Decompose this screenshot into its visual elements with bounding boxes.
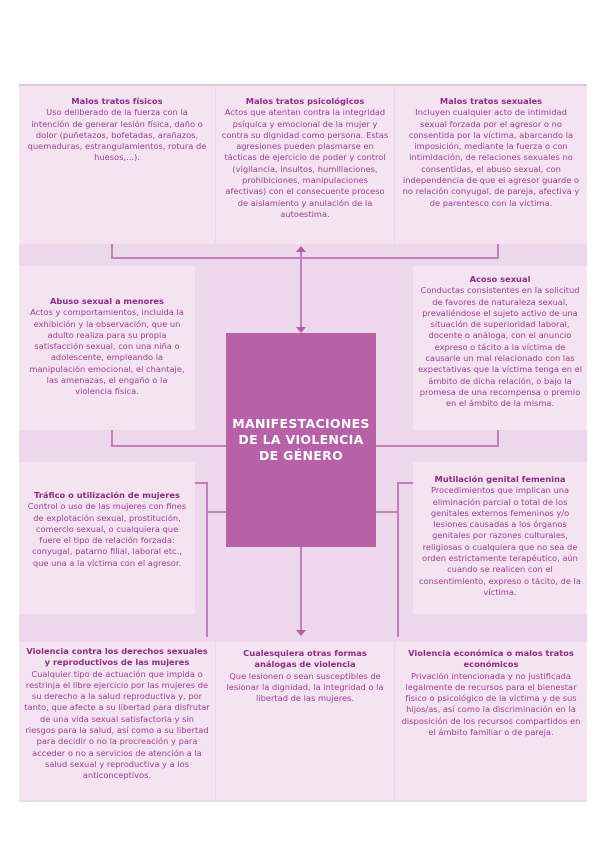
box-description: Actos que atentan contra la integridad p…	[221, 107, 389, 219]
arrow-down-icon	[296, 327, 306, 333]
box-description: Actos y comportamientos, incluida la exh…	[29, 307, 185, 397]
box-trafico-mujeres: Tráfico o utilización de mujeres Control…	[19, 462, 195, 614]
connector-center-vertical-top	[300, 252, 302, 330]
center-title-line: MANIFESTACIONES	[232, 416, 370, 431]
center-title: MANIFESTACIONES DE LA VIOLENCIA DE GÉNER…	[232, 416, 370, 464]
box-description: Cualquier tipo de actuación que impida o…	[24, 668, 210, 781]
connector-left-lower-to-center	[206, 511, 226, 513]
box-derechos-sexuales-reproductivos: Violencia contra los derechos sexuales y…	[19, 642, 215, 800]
connector-center-vertical-bottom	[300, 547, 302, 630]
box-malos-tratos-fisicos: Malos tratos físicos Uso deliberado de l…	[19, 86, 215, 244]
box-title: Cualesquiera otras formas análogas de vi…	[243, 648, 367, 670]
box-title: Malos tratos físicos	[71, 96, 163, 106]
box-violencia-economica: Violencia económica o malos tratos econó…	[395, 642, 587, 800]
connector-right-lower-vertical	[397, 482, 399, 637]
connector-left-lower-vertical	[206, 482, 208, 637]
box-title: Tráfico o utilización de mujeres	[34, 490, 180, 500]
box-title: Malos tratos psicológicos	[245, 96, 365, 106]
box-malos-tratos-sexuales: Malos tratos sexuales Incluyen cualquier…	[395, 86, 587, 244]
arrow-down-icon	[296, 630, 306, 636]
box-title: Violencia económica o malos tratos econó…	[408, 648, 574, 670]
connector-right-lower-to-center	[376, 511, 398, 513]
box-abuso-sexual-menores: Abuso sexual a menores Actos y comportam…	[19, 266, 195, 430]
box-otras-formas-analogas: Cualesquiera otras formas análogas de vi…	[216, 642, 394, 800]
box-acoso-sexual: Acoso sexual Conductas consistentes en l…	[413, 266, 587, 430]
connector-top-right-drop	[497, 244, 499, 258]
box-title: Mutilación genital femenina	[434, 474, 566, 484]
center-title-line: DE GÉNERO	[258, 448, 344, 463]
connector-left-lower-horizontal	[195, 482, 208, 484]
connector-right-upper-horizontal	[376, 445, 499, 447]
connector-top-horizontal	[111, 257, 499, 259]
connector-left-upper-horizontal	[111, 445, 226, 447]
connector-right-lower-horizontal	[397, 482, 413, 484]
arrow-up-icon	[296, 246, 306, 252]
box-title: Acoso sexual	[469, 274, 531, 284]
box-description: Privación intencionada y no justificada …	[401, 670, 581, 738]
box-title: Malos tratos sexuales	[439, 96, 543, 106]
box-description: Que lesionen o sean susceptibles de lesi…	[226, 670, 384, 704]
box-description: Incluyen cualquier acto de intimidad sex…	[402, 107, 580, 208]
connector-top-left-drop	[111, 244, 113, 258]
box-description: Uso deliberado de la fuerza con la inten…	[27, 107, 207, 163]
box-title: Violencia contra los derechos sexuales y…	[26, 646, 208, 668]
box-malos-tratos-psicologicos: Malos tratos psicológicos Actos que aten…	[216, 86, 394, 244]
center-title-line: DE LA VIOLENCIA	[238, 432, 364, 447]
box-description: Conductas consistentes en la solicitud d…	[417, 285, 583, 409]
box-mutilacion-genital: Mutilación genital femenina Procedimient…	[413, 462, 587, 614]
center-box-manifestaciones: MANIFESTACIONES DE LA VIOLENCIA DE GÉNER…	[226, 333, 376, 547]
box-title: Abuso sexual a menores	[50, 296, 164, 306]
box-description: Procedimientos que implican una eliminac…	[419, 485, 581, 597]
connector-right-upper-drop	[497, 430, 499, 446]
connector-left-upper-drop	[111, 430, 113, 446]
box-description: Control o uso de las mujeres con fines d…	[27, 501, 187, 568]
